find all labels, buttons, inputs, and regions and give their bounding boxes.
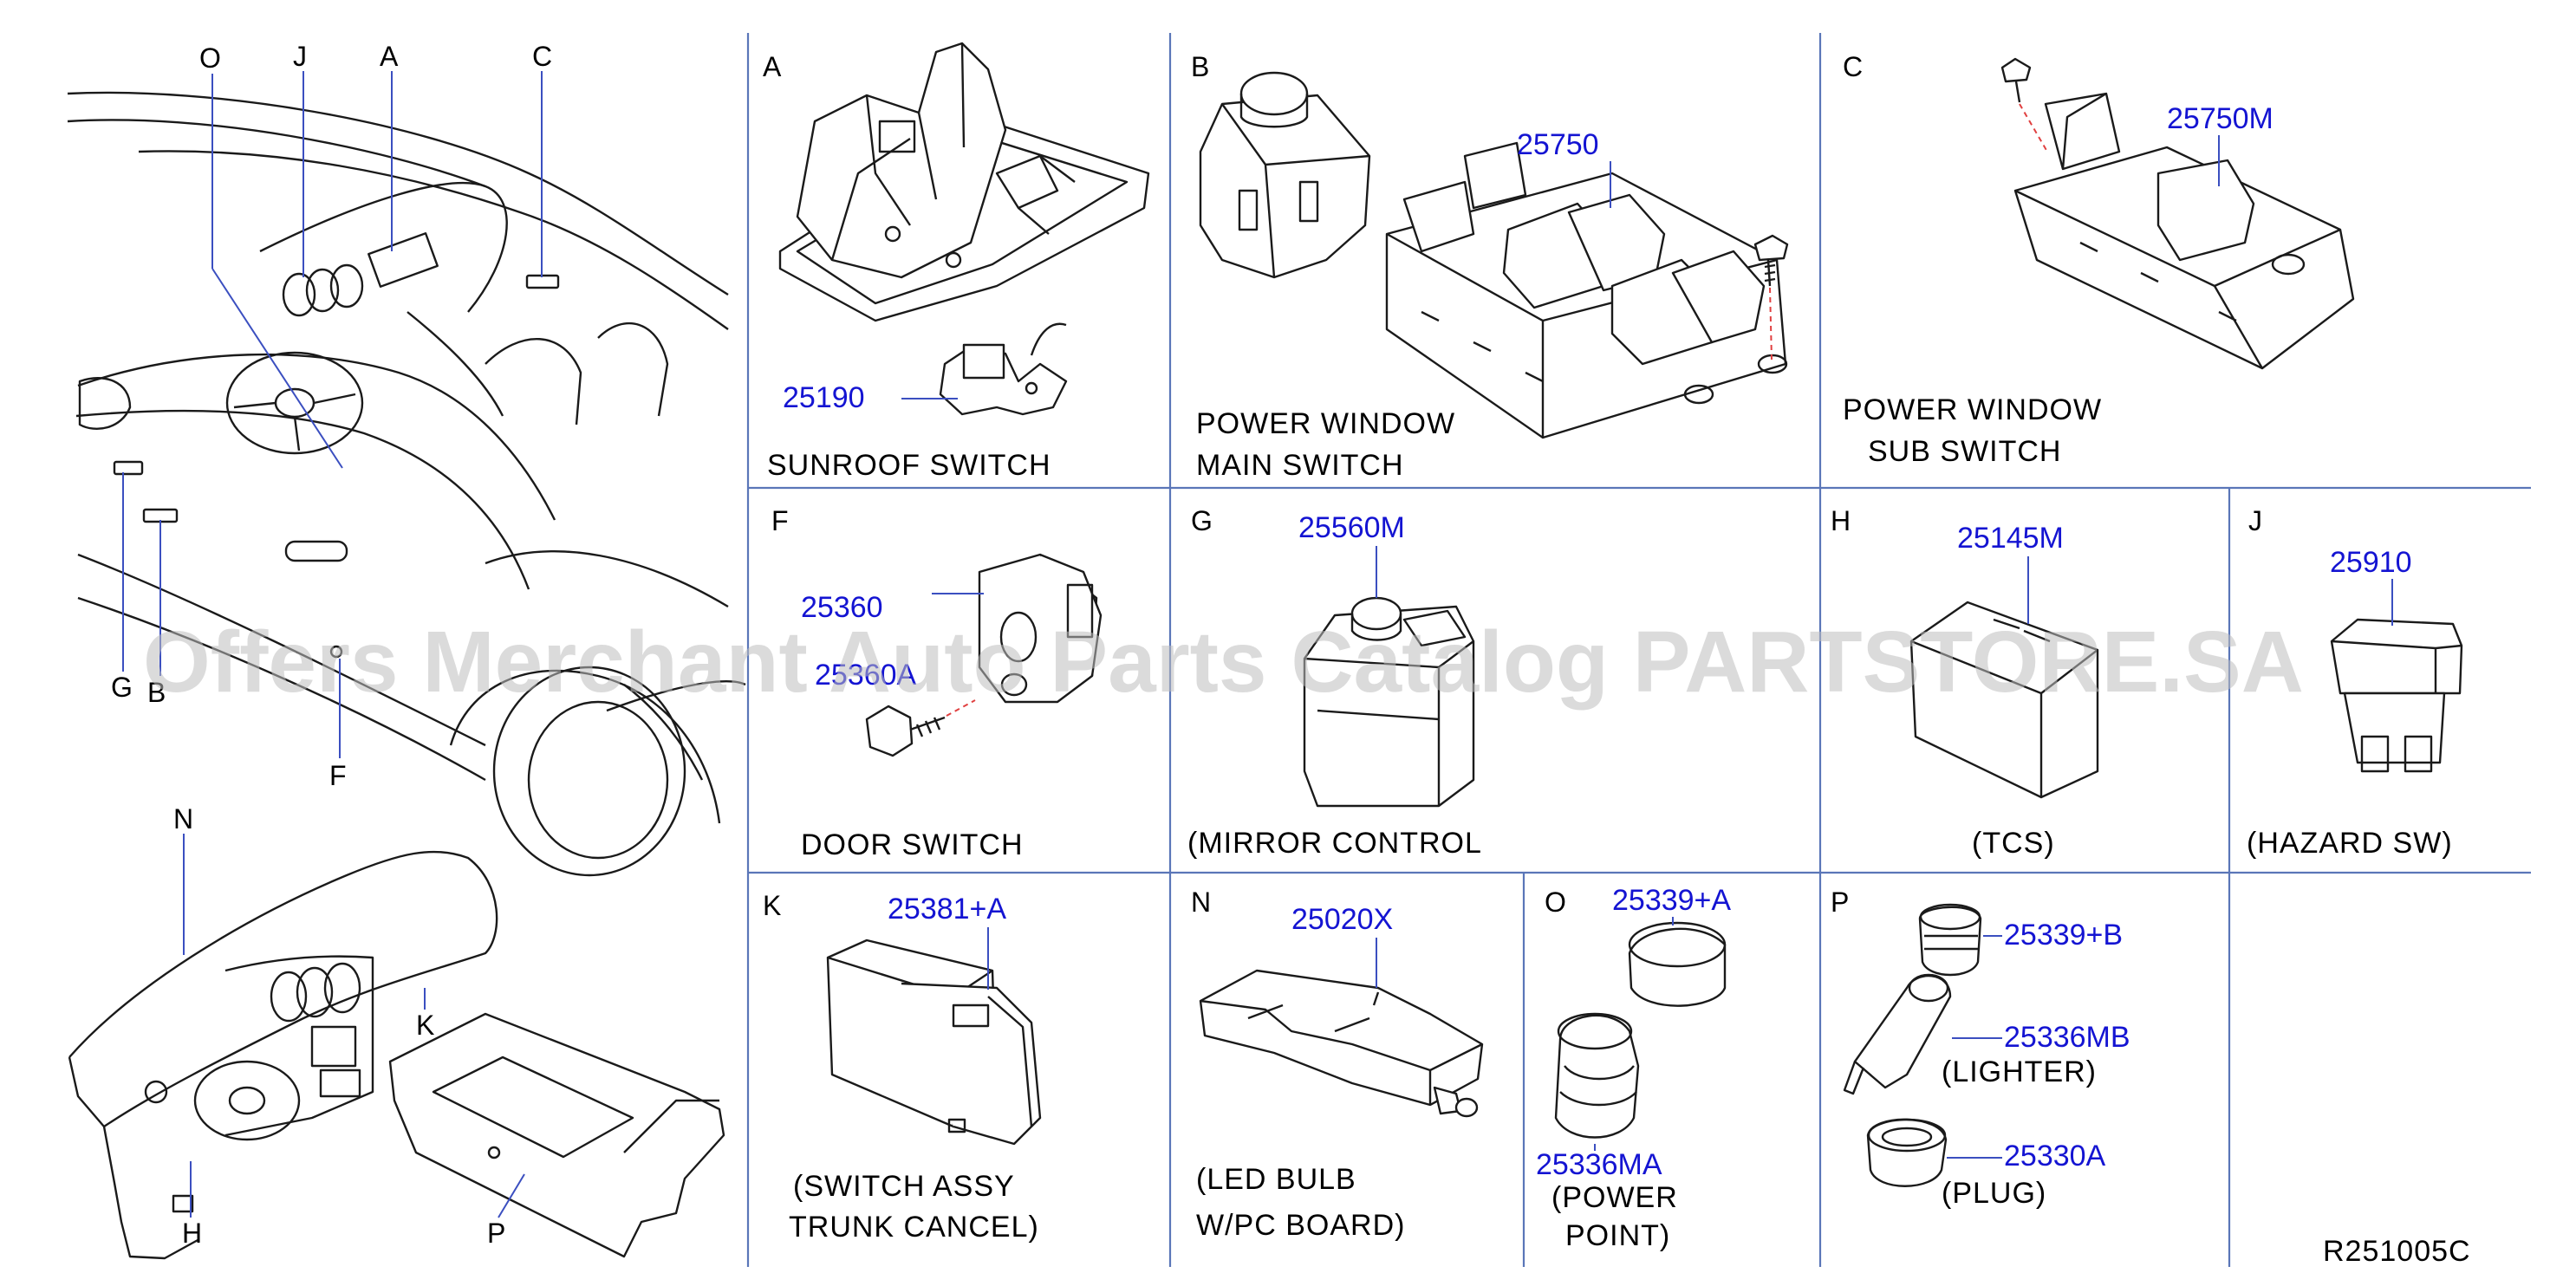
panel-a-letter: A xyxy=(763,51,782,82)
callout-o: O xyxy=(199,42,221,74)
panel-o: O 25339+A 25336MA (POWER POINT) xyxy=(1536,884,1731,1252)
part-number-25910: 25910 xyxy=(2330,546,2412,579)
door-switch-illustration xyxy=(978,553,1103,704)
panel-o-letter: O xyxy=(1545,887,1566,918)
mirror-control-switch-illustration xyxy=(1303,596,1475,808)
caption-switch-assy-line1: (SWITCH ASSY xyxy=(793,1170,1015,1203)
part-number-25360a: 25360A xyxy=(815,659,917,692)
panel-h: H 25145M (TCS) xyxy=(1831,505,2099,860)
callout-a: A xyxy=(380,41,399,72)
watermark-text: Offers Merchant Auto Parts Catalog PARTS… xyxy=(143,614,2304,711)
caption-trunk-cancel-line2: TRUNK CANCEL) xyxy=(789,1211,1039,1244)
panel-b: B 25750 POWER WIN xyxy=(1191,51,1789,482)
panel-p-letter: P xyxy=(1831,887,1849,918)
panel-g: G 25560M (MIRROR CONTROL xyxy=(1187,505,1482,860)
overview-car-illustration xyxy=(67,91,746,877)
door-switch-screw-illustration xyxy=(865,699,976,757)
part-number-25750M: 25750M xyxy=(2167,102,2274,135)
overview-dashboard-illustration xyxy=(68,850,725,1260)
panel-grid xyxy=(746,33,2531,1267)
callout-f: F xyxy=(329,760,347,791)
panel-n-letter: N xyxy=(1191,887,1211,918)
led-bulb-pc-board-illustration xyxy=(1199,969,1484,1118)
panel-j-letter: J xyxy=(2248,505,2262,536)
screw-illustration xyxy=(1753,234,1789,360)
caption-plug: (PLUG) xyxy=(1942,1177,2046,1210)
callout-p: P xyxy=(487,1218,505,1249)
part-number-25381-a: 25381+A xyxy=(888,893,1006,926)
part-number-25190: 25190 xyxy=(783,381,865,414)
callout-n: N xyxy=(173,803,193,835)
caption-led-bulb-line1: (LED BULB xyxy=(1196,1163,1356,1196)
panel-j: J 25910 (HAZARD SW) xyxy=(2247,505,2463,860)
caption-point-line2: POINT) xyxy=(1565,1219,1670,1252)
part-number-25560M: 25560M xyxy=(1298,511,1405,544)
caption-pc-board-line2: W/PC BOARD) xyxy=(1196,1209,1405,1242)
power-point-illustration xyxy=(1554,921,1727,1139)
tcs-switch-illustration xyxy=(1909,601,2099,799)
panel-c: C 25750M POWER WINDOW SUB SWITCH xyxy=(1843,51,2355,468)
caption-tcs: (TCS) xyxy=(1972,827,2055,860)
diagram-code: R251005C xyxy=(2323,1235,2471,1268)
part-number-25336MB: 25336MB xyxy=(2004,1021,2130,1054)
part-number-25020X: 25020X xyxy=(1291,903,1393,936)
part-number-25145M: 25145M xyxy=(1957,522,2064,555)
callout-b: B xyxy=(147,677,166,708)
panel-k: K 25381+A (SWITCH ASSY TRUNK CANCEL) xyxy=(763,890,1042,1244)
panel-f: F 25360 25360A DOOR SWITCH xyxy=(771,505,1103,861)
caption-door-switch: DOOR SWITCH xyxy=(801,828,1024,861)
panel-h-letter: H xyxy=(1831,505,1851,536)
callout-h: H xyxy=(182,1218,202,1249)
panel-p: P 25339+B 25336MB (LIGHTER) 25330A (PLUG… xyxy=(1831,887,2130,1210)
screw-c-illustration xyxy=(2000,57,2048,153)
power-window-sub-switch-illustration xyxy=(2013,92,2355,370)
panel-g-letter: G xyxy=(1191,505,1213,536)
sunroof-harness-connector xyxy=(939,322,1068,416)
mirror-knob-module-illustration xyxy=(1199,71,1371,279)
sunroof-switch-illustration xyxy=(778,42,1150,322)
caption-power-window-sub-line1: POWER WINDOW xyxy=(1843,393,2102,426)
trunk-cancel-switch-illustration xyxy=(826,939,1042,1146)
lighter-cap-illustration xyxy=(1918,903,1982,977)
callout-j: J xyxy=(293,41,307,72)
panel-c-letter: C xyxy=(1843,51,1863,82)
panel-a: A 25190 SUNROOF SWITCH xyxy=(763,42,1150,482)
panel-b-letter: B xyxy=(1191,51,1209,82)
callout-c: C xyxy=(532,41,552,72)
caption-power-window-line1: POWER WINDOW xyxy=(1196,407,1455,440)
caption-hazard-sw: (HAZARD SW) xyxy=(2247,827,2453,860)
lighter-illustration xyxy=(1843,973,1952,1095)
panel-n: N 25020X (LED BULB W/PC BOARD) xyxy=(1191,887,1484,1242)
part-number-25336MA: 25336MA xyxy=(1536,1148,1662,1181)
caption-mirror-control: (MIRROR CONTROL xyxy=(1187,827,1482,860)
power-window-main-switch-illustration xyxy=(1385,141,1788,439)
callout-g: G xyxy=(111,672,133,703)
caption-sunroof-switch: SUNROOF SWITCH xyxy=(767,449,1051,482)
panel-f-letter: F xyxy=(771,505,789,536)
caption-main-switch-line2: MAIN SWITCH xyxy=(1196,449,1404,482)
part-number-25339-b: 25339+B xyxy=(2004,919,2123,952)
part-number-25360: 25360 xyxy=(801,591,883,624)
caption-sub-switch-line2: SUB SWITCH xyxy=(1868,435,2061,468)
callout-k: K xyxy=(416,1010,434,1041)
part-number-25330A: 25330A xyxy=(2004,1140,2106,1172)
panel-k-letter: K xyxy=(763,890,781,921)
part-number-25339-a: 25339+A xyxy=(1612,884,1731,917)
plug-illustration xyxy=(1866,1118,1948,1187)
hazard-switch-illustration xyxy=(2330,618,2463,773)
overview-callouts: O J A C G B F xyxy=(111,41,552,791)
caption-power-line1: (POWER xyxy=(1551,1181,1678,1214)
part-number-25750: 25750 xyxy=(1517,128,1599,161)
caption-lighter: (LIGHTER) xyxy=(1942,1055,2097,1088)
dashboard-callouts: N K H P xyxy=(173,803,525,1249)
